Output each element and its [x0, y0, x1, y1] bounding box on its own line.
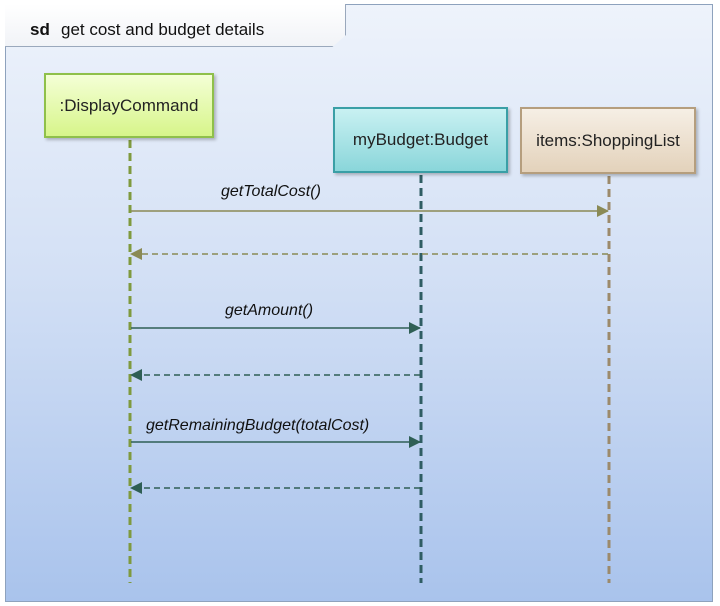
get-total-cost-label: getTotalCost() [221, 183, 321, 200]
frame-keyword: sd [30, 20, 50, 39]
shopping-list-label: items:ShoppingList [536, 130, 680, 150]
shopping-list-box: items:ShoppingList [520, 107, 696, 174]
frame-title: get cost and budget details [61, 20, 265, 39]
get-remaining-budget-label: getRemainingBudget(totalCost) [146, 417, 370, 434]
budget-label: myBudget:Budget [352, 130, 489, 149]
display-command-box: :DisplayCommand [44, 73, 214, 138]
frame-header: sd get cost and budget details [5, 4, 346, 47]
get-amount-label: getAmount() [225, 302, 314, 319]
budget-box: myBudget:Budget [333, 107, 508, 173]
display-command-label: :DisplayCommand [59, 95, 199, 115]
